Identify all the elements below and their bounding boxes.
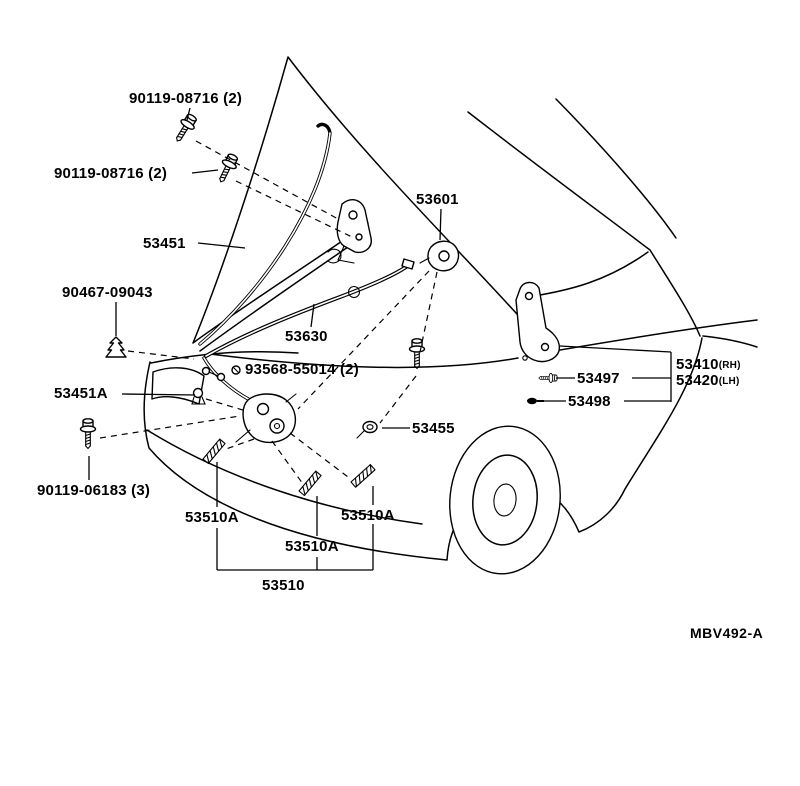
- part-number-53420: 53420: [676, 372, 719, 389]
- hub-outline: [493, 483, 517, 517]
- clip-90467: [105, 336, 127, 358]
- screw-93568: [231, 365, 241, 375]
- hood-support-rod-core: [199, 132, 331, 345]
- part-label-53410-rh: 53410(RH): [676, 356, 741, 373]
- headlight-outline: [151, 367, 205, 405]
- hood-lock-control-cable-core: [205, 266, 407, 357]
- bolt-90119-08716-1: [170, 111, 201, 146]
- bolt-53497: [538, 372, 558, 384]
- part-side-rh: (RH): [718, 360, 741, 371]
- part-label-53630: 53630: [285, 328, 328, 345]
- part-label-93568-55014: 93568-55014 (2): [245, 361, 359, 378]
- cable-clamp-2: [216, 372, 226, 382]
- tire-outline: [449, 425, 561, 575]
- hood-hinge-left: [336, 199, 372, 264]
- cable-lower-run: [202, 356, 252, 402]
- windshield-lines: [467, 98, 701, 337]
- rim-outline: [472, 454, 538, 546]
- rod-holder-53451a: [191, 387, 206, 405]
- part-label-53510a-2: 53510A: [341, 507, 395, 524]
- drawing-code: MBV492-A: [690, 625, 764, 641]
- hood-lock-support: [419, 240, 460, 272]
- dashed-leader-lines: [99, 140, 438, 485]
- bolt-90119-06183: [79, 418, 97, 450]
- part-label-53497: 53497: [577, 370, 620, 387]
- part-label-53455: 53455: [412, 420, 455, 437]
- part-label-53510a-1: 53510A: [185, 509, 239, 526]
- hood-hinge-right: [515, 281, 561, 363]
- part-label-90119-08716-1: 90119-08716 (2): [129, 90, 243, 107]
- hood-lock-assembly: [235, 393, 297, 443]
- cable-end-fitting: [401, 258, 415, 270]
- part-label-90467-09043: 90467-09043: [62, 284, 153, 301]
- hood-support-rod: [198, 122, 332, 346]
- part-label-53451a: 53451A: [54, 385, 108, 402]
- hood-striker: [327, 248, 342, 264]
- part-label-53510a-3: 53510A: [285, 538, 339, 555]
- part-number-53410: 53410: [676, 356, 719, 373]
- part-label-53451: 53451: [143, 235, 186, 252]
- part-label-53601: 53601: [416, 191, 459, 208]
- spring-53510a-2: [298, 470, 322, 497]
- cable-clamp-1: [201, 366, 211, 376]
- cable-loop: [347, 285, 361, 299]
- part-label-53498: 53498: [568, 393, 611, 410]
- part-side-lh: (LH): [718, 376, 740, 387]
- spring-53510a-3: [350, 464, 376, 488]
- part-label-53510: 53510: [262, 577, 305, 594]
- front-wheel: [449, 425, 561, 575]
- grommet-53455: [356, 420, 378, 439]
- cable-lower-run-core: [203, 357, 251, 401]
- hood-panel-outline: [192, 56, 534, 352]
- part-label-90119-08716-2: 90119-08716 (2): [54, 165, 168, 182]
- spring-53510a-1: [202, 438, 226, 465]
- part-label-53420-lh: 53420(LH): [676, 372, 740, 389]
- bolt-93568-55014: [408, 338, 426, 370]
- part-label-90119-06183: 90119-06183 (3): [37, 482, 151, 499]
- bolt-90119-08716-2: [213, 151, 242, 186]
- cable-clamp-link: [208, 371, 219, 377]
- label-leader-lines: [88, 107, 672, 571]
